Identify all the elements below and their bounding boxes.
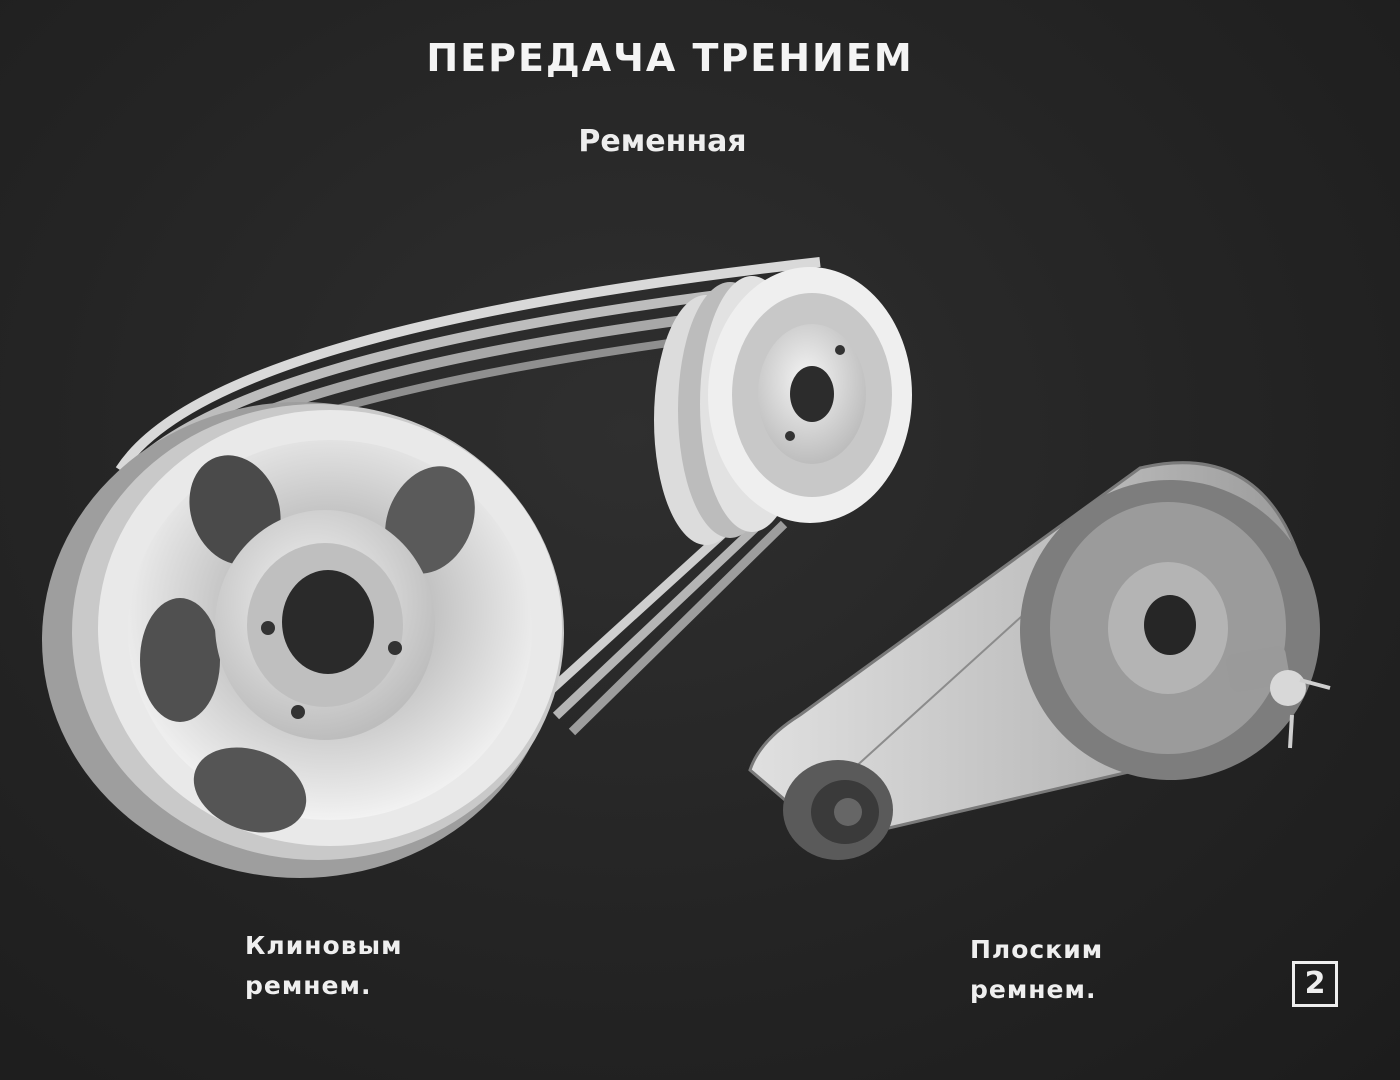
v-belt-caption-line1: Клиновым <box>245 931 403 960</box>
large-v-pulley-icon <box>42 402 564 878</box>
v-belt-caption-line2: ремнем. <box>245 971 372 1000</box>
flat-belt-caption: Плоским ремнем. <box>970 930 1103 1010</box>
flat-belt-caption-line2: ремнем. <box>970 975 1097 1004</box>
slide-subtitle: Ременная <box>578 124 747 159</box>
small-v-pulley-icon <box>654 267 912 545</box>
v-belt-caption: Клиновым ремнем. <box>245 926 403 1006</box>
v-belt-lower-strands-icon <box>536 496 788 736</box>
flat-belt-drive-icon <box>748 461 1331 860</box>
slide-title: ПЕРЕДАЧА ТРЕНИЕМ <box>426 36 914 80</box>
slide-number-badge: 2 <box>1292 961 1338 1007</box>
v-belt-drive-icon <box>42 257 912 878</box>
flat-belt-caption-line1: Плоским <box>970 935 1104 964</box>
